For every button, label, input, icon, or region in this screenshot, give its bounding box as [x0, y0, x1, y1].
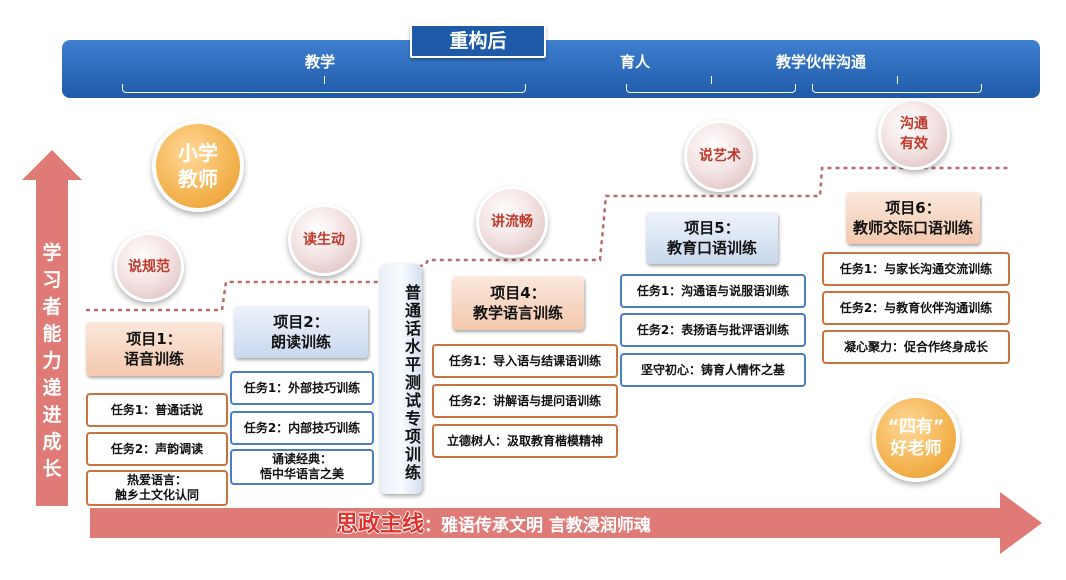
project-5-task-1: 任务1：沟通语与说服语训练 [620, 274, 806, 308]
project-4-extra: 立德树人：汲取教育楷模精神 [432, 424, 618, 458]
main-line-subtitle: ：雅语传承文明 言教浸润师魂 [424, 516, 651, 536]
main-line-text: 思政主线：雅语传承文明 言教浸润师魂 [336, 510, 651, 540]
project-1-task-1: 任务1：普通话说 [86, 393, 228, 427]
growth-arrow [22, 150, 82, 506]
project-1-name: 语音训练 [123, 350, 184, 368]
banner-brace-educating [626, 76, 796, 93]
banner-title: 重构后 [410, 24, 546, 58]
banner-brace-communication [812, 76, 982, 93]
project-6-extra: 凝心聚力：促合作终身成长 [822, 330, 1010, 364]
circle-speak-art: 说艺术 [684, 120, 756, 192]
project-6-box: 项目6： 教师交际口语训练 [846, 192, 980, 244]
project-6-name: 教师交际口语训练 [852, 219, 973, 237]
banner-brace-teaching [122, 76, 526, 93]
circle-primary-teacher: 小学教师 [152, 120, 244, 212]
circle-effective-communication: 沟通有效 [878, 98, 950, 170]
project-2-task-1: 任务1：外部技巧训练 [230, 371, 374, 405]
project-1-task-2: 任务2：声韵调读 [86, 432, 228, 466]
circle-speak-standard: 说规范 [114, 232, 184, 302]
top-banner [62, 40, 1040, 98]
project-6-task-1: 任务1：与家长沟通交流训练 [822, 252, 1010, 286]
project-2-title: 项目2： [273, 313, 329, 331]
project-1-box: 项目1： 语音训练 [86, 322, 222, 376]
project-1-title: 项目1： [126, 330, 182, 348]
project-4-task-2: 任务2：讲解语与提问语训练 [432, 384, 618, 418]
project-5-task-2: 任务2：表扬语与批评语训练 [620, 313, 806, 347]
project-2-name: 朗读训练 [270, 333, 331, 351]
main-line-title: 思政主线 [336, 512, 425, 537]
circle-four-have-teacher: “四有”好老师 [872, 394, 960, 482]
putonghua-test-training: 普通话水平测试专项训练 [380, 264, 422, 494]
project-5-name: 教育口语训练 [666, 239, 757, 257]
project-2-extra: 诵读经典：悟中华语言之美 [230, 449, 374, 485]
main-line-arrow [90, 492, 1042, 554]
project-5-extra: 坚守初心：铸育人情怀之基 [620, 353, 806, 387]
project-5-box: 项目5： 教育口语训练 [646, 212, 778, 264]
project-5-title: 项目5： [684, 219, 740, 237]
project-1-extra: 热爱语言：触乡土文化认同 [86, 470, 228, 506]
project-4-title: 项目4： [490, 284, 546, 302]
project-6-task-2: 任务2：与教育伙伴沟通训练 [822, 291, 1010, 325]
project-4-task-1: 任务1：导入语与结课语训练 [432, 344, 618, 378]
growth-arrow-label: 学习者能力递进成长 [42, 242, 62, 480]
banner-label-teaching: 教学 [305, 53, 336, 71]
project-2-box: 项目2： 朗读训练 [234, 306, 368, 358]
project-6-title: 项目6： [885, 199, 941, 217]
project-4-name: 教学语言训练 [472, 304, 563, 322]
project-2-task-2: 任务2：内部技巧训练 [230, 411, 374, 445]
banner-label-communication: 教学伙伴沟通 [776, 53, 867, 71]
circle-read-vivid: 读生动 [288, 204, 360, 276]
project-4-box: 项目4： 教学语言训练 [452, 276, 584, 330]
circle-speak-fluent: 讲流畅 [476, 186, 548, 258]
banner-label-educating: 育人 [620, 53, 651, 71]
